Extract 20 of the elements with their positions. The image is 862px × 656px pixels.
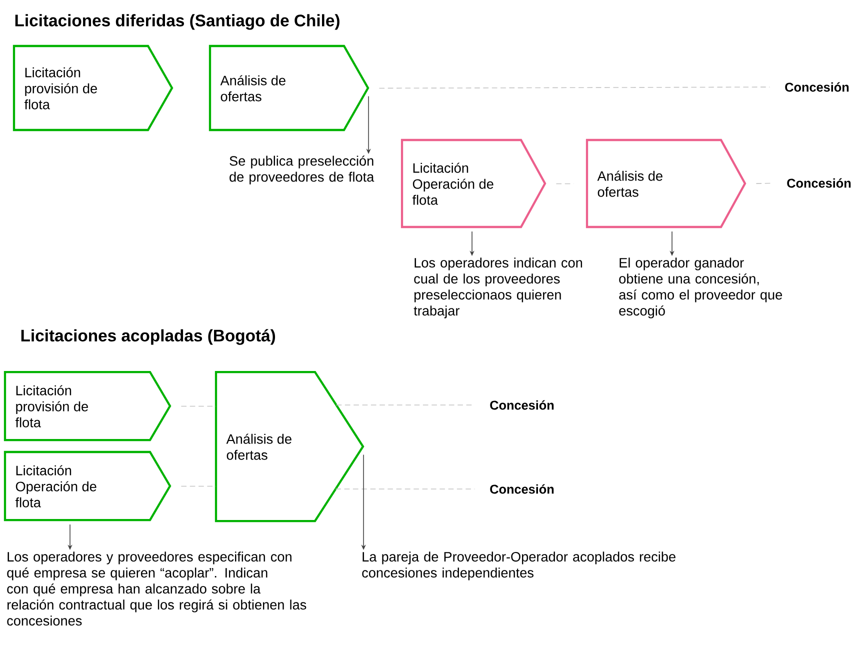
result-text: Concesión — [787, 178, 851, 188]
process-box: Análisis de ofertas — [214, 370, 364, 522]
process-box: Análisis de ofertas — [208, 44, 370, 132]
process-box: Análisis de ofertas — [586, 138, 746, 228]
heading: Licitaciones diferidas (Santiago de Chile) — [15, 14, 340, 30]
note-text: La pareja de Proveedor-Operador acoplados recibe concesiones independientes — [362, 552, 676, 580]
note-text: Se publica preselección de proveedores de flota — [230, 156, 374, 184]
process-box: Licitación provisión de flota — [4, 370, 172, 442]
process-box: Licitación Operación de flota — [400, 138, 546, 228]
note-text: Los operadores indican con cual de los proveedores preseleccionaos quieren trabajar — [414, 258, 582, 318]
process-box: Licitación provisión de flota — [12, 44, 174, 132]
connector-line — [756, 182, 772, 184]
connector-line — [378, 86, 770, 89]
process-box: Licitación Operación de flota — [4, 450, 172, 522]
note-text: El operador ganador obtiene una concesión, así como el proveedor que escogió — [619, 258, 782, 318]
note-text: Los operadores y proveedores especifican con qué empresa se quieren “acoplar”. Indican con qué empresa han alcanzado sobre la relación contractual que los regirá si obtienen las concesiones — [7, 552, 306, 626]
result-text: Concesión — [785, 82, 849, 92]
heading: Licitaciones acopladas (Bogotá) — [21, 329, 276, 345]
result-text: Concesión — [490, 400, 554, 410]
result-text: Concesión — [490, 484, 554, 494]
